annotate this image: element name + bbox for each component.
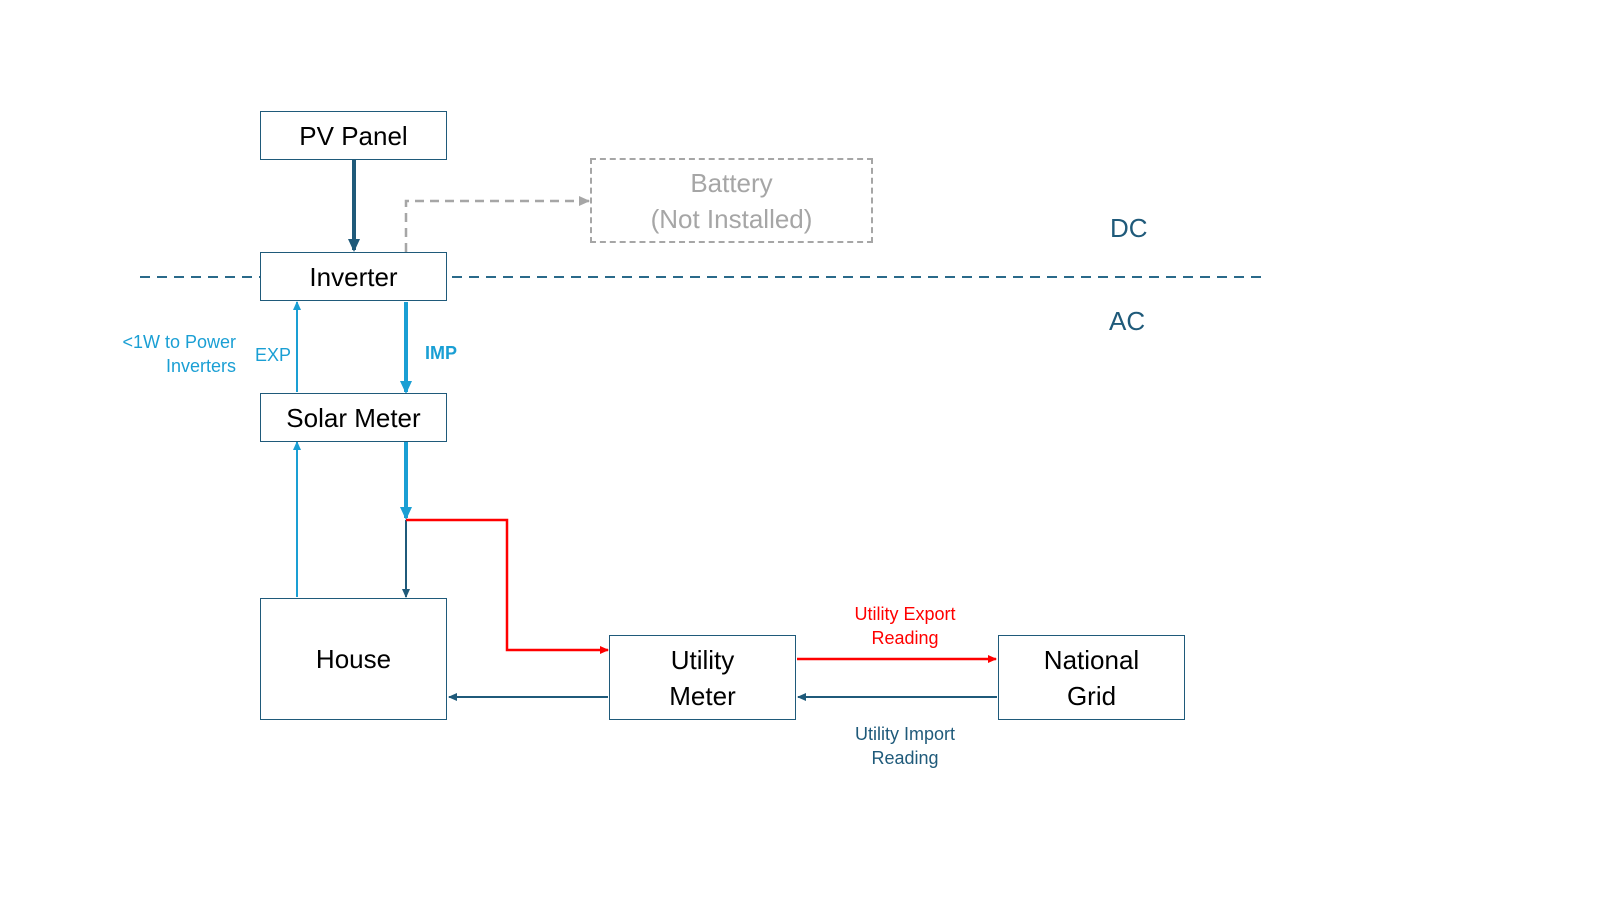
pv-panel-label: PV Panel <box>299 120 408 151</box>
exp-label: EXP <box>255 345 292 365</box>
pv-panel-box: PV Panel <box>260 111 447 160</box>
national-grid-label-line1: National <box>1043 644 1140 675</box>
national-grid-label-line2: Grid <box>1066 680 1117 711</box>
utility-export-label-line1: Utility Export <box>854 604 956 624</box>
battery-box: Battery (Not Installed) <box>590 158 873 243</box>
utility-import-label-line2: Reading <box>871 748 939 768</box>
battery-label-line1: Battery <box>690 167 773 198</box>
solar-meter-box: Solar Meter <box>260 393 447 442</box>
inverter-power-label: <1W to Power Inverters <box>100 330 236 378</box>
battery-label-line2: (Not Installed) <box>650 203 813 234</box>
dc-zone-label: DC <box>1110 213 1148 243</box>
utility-meter-label-line2: Meter <box>669 680 736 711</box>
inverter-power-label-line2: Inverters <box>165 356 236 376</box>
utility-import-label: Utility Import Reading <box>830 722 980 770</box>
house-box: House <box>260 598 447 720</box>
inverter-to-battery-arrow <box>404 196 590 252</box>
export-to-utility-meter-arrow <box>406 518 609 654</box>
house-label: House <box>315 644 392 674</box>
ac-zone-label: AC <box>1109 306 1146 336</box>
inverter-power-label-line1: <1W to Power <box>122 332 236 352</box>
inverter-label: Inverter <box>309 261 398 292</box>
inverter-box: Inverter <box>260 252 447 301</box>
imp-label: IMP <box>425 343 458 363</box>
utility-meter-box: Utility Meter <box>609 635 796 720</box>
national-grid-box: National Grid <box>998 635 1185 720</box>
utility-export-label-line2: Reading <box>871 628 939 648</box>
utility-import-label-line1: Utility Import <box>854 724 955 744</box>
utility-meter-label-line1: Utility <box>670 644 735 675</box>
solar-meter-label: Solar Meter <box>286 402 421 433</box>
utility-export-label: Utility Export Reading <box>830 602 980 650</box>
